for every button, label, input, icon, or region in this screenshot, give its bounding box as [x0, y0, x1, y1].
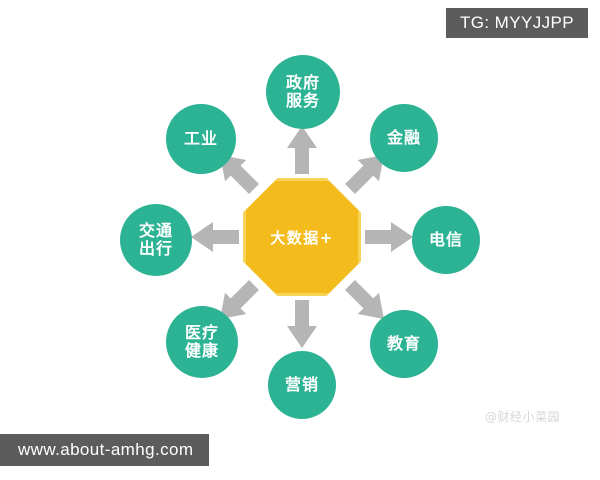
- node-label-line: 金融: [386, 128, 421, 148]
- node-label-line: 健康: [184, 341, 219, 360]
- node-label-line: 工业: [183, 129, 218, 149]
- arrow-to-transportation: [191, 222, 239, 252]
- center-node-label: 大数据+: [270, 228, 334, 247]
- node-finance[interactable]: 金融: [370, 104, 438, 172]
- website-url-watermark: www.about-amhg.com: [0, 434, 210, 466]
- octagon-shape: [243, 178, 361, 296]
- center-node-big-data[interactable]: 大数据+: [243, 178, 361, 296]
- faint-signature-watermark: @财经小菜园: [484, 410, 560, 424]
- node-industry[interactable]: 工业: [166, 104, 236, 174]
- node-label-line: 服务: [285, 91, 320, 110]
- arrow-to-government-services: [287, 126, 317, 174]
- node-education[interactable]: 教育: [370, 310, 438, 378]
- node-medical-health[interactable]: 医疗 健康: [166, 306, 238, 378]
- node-transportation[interactable]: 交通 出行: [120, 204, 192, 276]
- node-government-services[interactable]: 政府 服务: [266, 55, 340, 129]
- arrow-to-marketing: [287, 300, 317, 348]
- node-label-line: 医疗: [184, 323, 219, 343]
- arrow-to-telecom: [365, 222, 413, 252]
- node-label-line: 政府: [285, 73, 320, 93]
- node-label-line: 营销: [284, 375, 319, 395]
- node-telecom[interactable]: 电信: [412, 206, 480, 274]
- telegram-tag-watermark: TG: MYYJJPP: [446, 8, 588, 38]
- node-marketing[interactable]: 营销: [268, 351, 336, 419]
- node-label-line: 教育: [386, 334, 421, 354]
- node-label-line: 电信: [428, 230, 463, 250]
- node-label-line: 交通: [138, 221, 173, 241]
- node-label-line: 出行: [138, 239, 173, 258]
